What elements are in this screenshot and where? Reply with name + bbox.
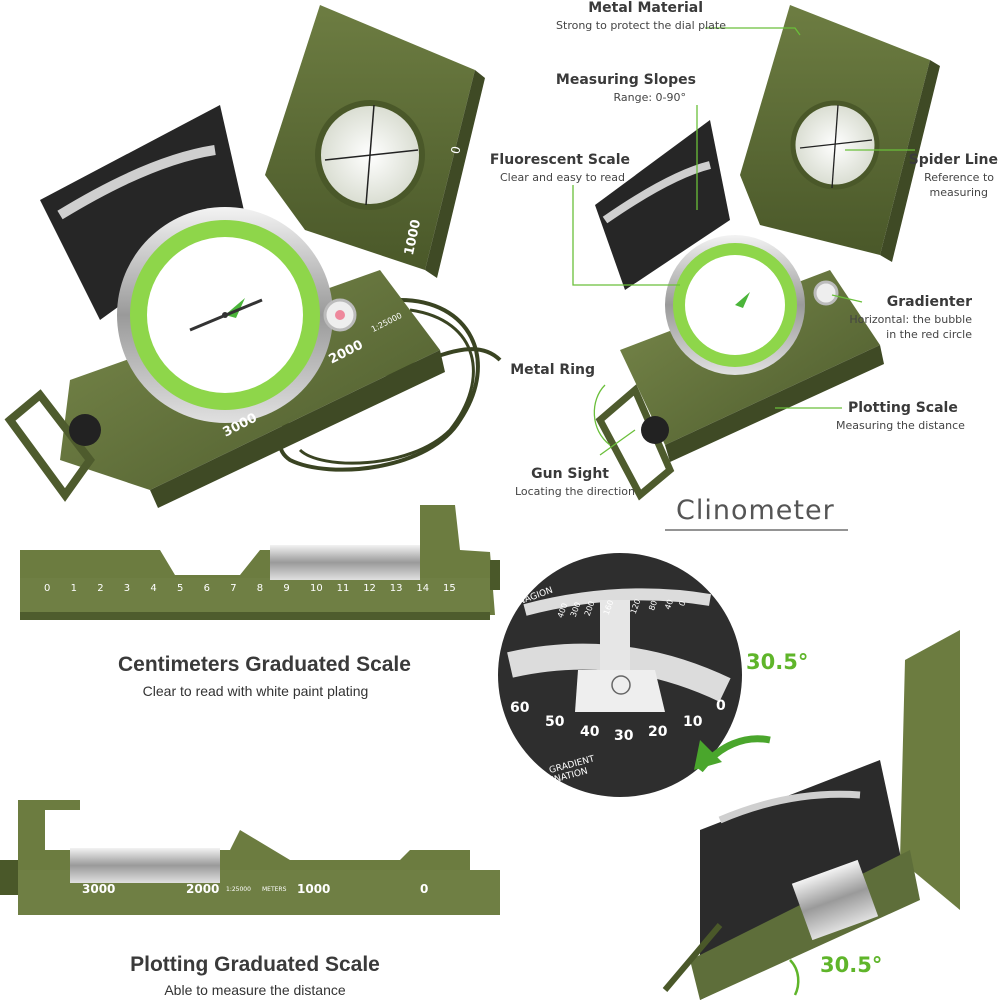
metal-material-desc: Strong to protect the dial plate: [556, 19, 726, 32]
spider-line-desc2: measuring: [929, 186, 988, 199]
plotting-scale-title: Plotting Scale: [848, 400, 958, 416]
spider-line-title: Spider Line: [908, 152, 998, 168]
compass-tilted-illustration: [662, 630, 960, 1000]
plotting-scale-illustration: [0, 800, 500, 915]
centimeter-scale-title: Centimeters Graduated Scale: [118, 653, 411, 676]
clinometer-angle-top: 30.5°: [746, 650, 809, 674]
centimeter-scale-illustration: [20, 505, 500, 620]
centimeter-scale-desc: Clear to read with white paint plating: [142, 683, 369, 699]
compass-callout-illustration: [595, 5, 940, 501]
gun-sight-title: Gun Sight: [531, 466, 609, 482]
metal-ring-title: Metal Ring: [510, 362, 595, 378]
gradienter-title: Gradienter: [886, 294, 972, 310]
clinometer-zoom-illustration: [498, 553, 771, 797]
clinometer-title: Clinometer: [676, 495, 835, 526]
spider-line-desc1: Reference to: [924, 171, 994, 184]
gradienter-desc2: in the red circle: [886, 328, 972, 341]
plotting-scale-desc: Measuring the distance: [836, 419, 965, 432]
plotting-graduated-desc: Able to measure the distance: [164, 982, 346, 998]
compass-main-illustration: [4, 5, 502, 508]
measuring-slopes-desc: Range: 0-90°: [613, 91, 686, 104]
gun-sight-desc: Locating the direction: [514, 485, 635, 498]
metal-material-title: Metal Material: [588, 0, 703, 16]
fluorescent-scale-desc: Clear and easy to read: [499, 171, 625, 184]
fluorescent-scale-title: Fluorescent Scale: [489, 152, 630, 168]
callout-lines: [572, 27, 915, 456]
clinometer-angle-bottom: 30.5°: [820, 953, 883, 977]
plotting-graduated-title: Plotting Graduated Scale: [130, 953, 380, 976]
gradienter-desc1: Horizontal: the bubble: [849, 313, 972, 326]
measuring-slopes-title: Measuring Slopes: [555, 72, 696, 88]
